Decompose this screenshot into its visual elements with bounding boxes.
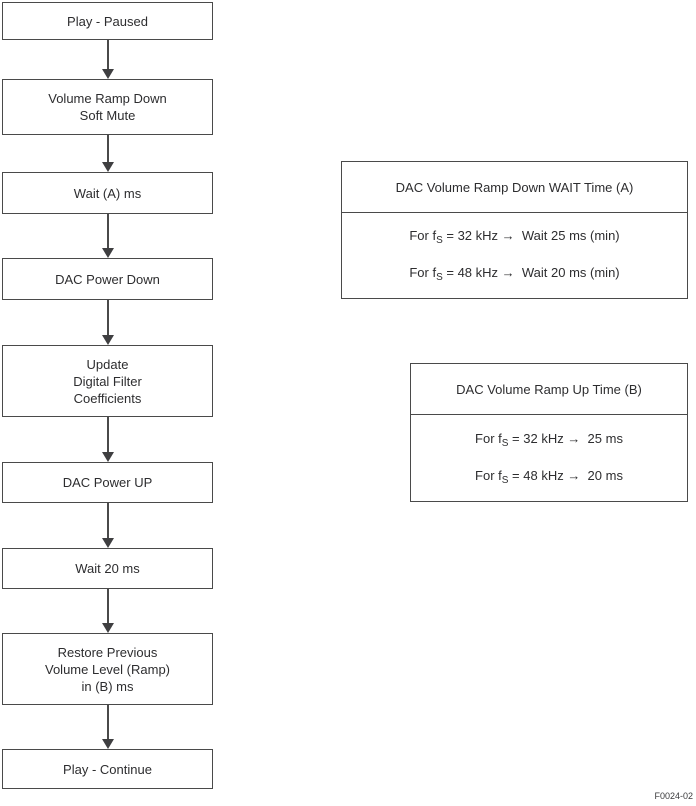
flow-step-update-filter-coefficients: Update Digital Filter Coefficients (2, 345, 213, 417)
flow-step-volume-ramp-down: Volume Ramp Down Soft Mute (2, 79, 213, 135)
arrow-head (102, 739, 114, 749)
arrow-head (102, 69, 114, 79)
info-row-prefix: For f (409, 265, 437, 280)
arrow-down-icon (101, 214, 115, 258)
flow-step-label: DAC Power Down (55, 271, 160, 287)
arrow-down-icon (101, 503, 115, 548)
arrow-head (102, 162, 114, 172)
info-row-prefix: For f (409, 228, 437, 243)
arrow-down-icon (101, 417, 115, 462)
subscript-s: S (501, 437, 509, 449)
flow-step-label: Update Digital Filter Coefficients (73, 356, 142, 406)
info-row-value: = 48 kHz → 20 ms (508, 467, 623, 483)
flow-step-restore-volume: Restore Previous Volume Level (Ramp) in … (2, 633, 213, 705)
arrow-shaft (107, 300, 109, 336)
info-row-48khz: For fS = 48 kHz → Wait 20 ms (min) (409, 265, 619, 283)
flow-step-label: Wait 20 ms (75, 561, 140, 576)
flow-step-label: Volume Ramp Down Soft Mute (48, 91, 167, 123)
flow-step-wait-20-ms: Wait 20 ms (2, 548, 213, 589)
figure-code: F0024-02 (654, 791, 693, 801)
info-row-48khz: For fS = 48 kHz → 20 ms (475, 468, 623, 486)
info-row-prefix: For f (475, 467, 502, 483)
flow-step-label: Wait (A) ms (73, 185, 142, 201)
arrow-down-icon (101, 40, 115, 79)
arrow-shaft (107, 705, 109, 740)
arrow-shaft (107, 503, 109, 539)
arrow-shaft (107, 589, 109, 624)
flow-step-wait-a-ms: Wait (A) ms (2, 172, 213, 214)
arrow-head (102, 623, 114, 633)
info-row-prefix: For f (475, 430, 502, 446)
info-row-value: = 32 kHz → Wait 25 ms (min) (442, 228, 620, 243)
arrow-down-icon (101, 135, 115, 172)
arrow-shaft (107, 417, 109, 453)
flow-step-play-continue: Play - Continue (2, 749, 213, 789)
info-box-ramp-down-wait-time: DAC Volume Ramp Down WAIT Time (A) For f… (341, 161, 688, 299)
flow-step-label: Restore Previous Volume Level (Ramp) in … (45, 644, 170, 694)
arrow-head (102, 538, 114, 548)
flow-step-label: Play - Paused (67, 13, 148, 29)
flow-step-dac-power-down: DAC Power Down (2, 258, 213, 300)
subscript-s: S (501, 474, 509, 486)
info-row-32khz: For fS = 32 kHz → Wait 25 ms (min) (409, 228, 619, 246)
arrow-down-icon (101, 589, 115, 633)
arrow-down-icon (101, 300, 115, 345)
info-box-body: For fS = 32 kHz → Wait 25 ms (min) For f… (342, 213, 687, 298)
info-row-value: = 32 kHz → 25 ms (508, 430, 623, 446)
arrow-head (102, 335, 114, 345)
info-row-32khz: For fS = 32 kHz → 25 ms (475, 431, 623, 449)
arrow-down-icon (101, 705, 115, 749)
flow-step-play-paused: Play - Paused (2, 2, 213, 40)
info-box-title: DAC Volume Ramp Down WAIT Time (A) (342, 162, 687, 213)
info-row-value: = 48 kHz → Wait 20 ms (min) (442, 265, 620, 280)
arrow-shaft (107, 214, 109, 249)
flow-step-label: DAC Power UP (62, 475, 153, 490)
arrow-shaft (107, 40, 109, 70)
flow-step-dac-power-up: DAC Power UP (2, 462, 213, 503)
info-box-ramp-up-time: DAC Volume Ramp Up Time (B) For fS = 32 … (410, 363, 688, 502)
arrow-head (102, 248, 114, 258)
subscript-s: S (436, 272, 443, 283)
info-box-body: For fS = 32 kHz → 25 ms For fS = 48 kHz … (411, 415, 687, 501)
flow-step-label: Play - Continue (63, 761, 152, 777)
arrow-shaft (107, 135, 109, 163)
info-box-title: DAC Volume Ramp Up Time (B) (411, 364, 687, 415)
arrow-head (102, 452, 114, 462)
subscript-s: S (436, 235, 443, 246)
